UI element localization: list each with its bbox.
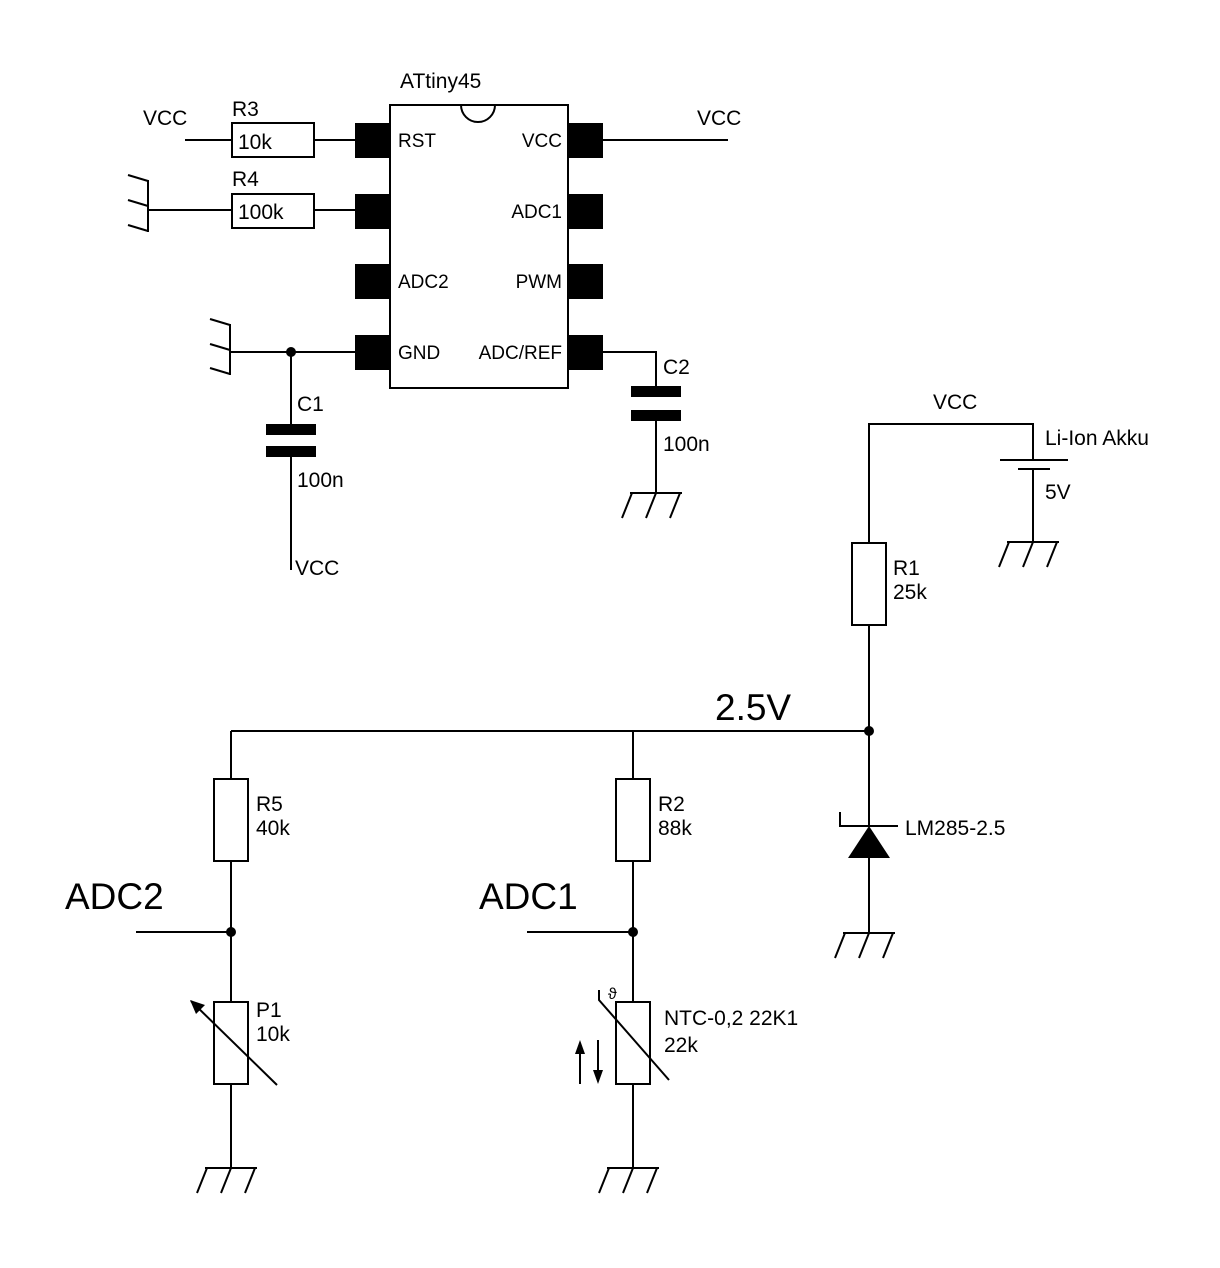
c2-value: 100n bbox=[663, 433, 710, 456]
r3-resistor: R3 10k VCC bbox=[143, 98, 355, 158]
r4-resistor: R4 100k bbox=[127, 168, 355, 232]
ic-pin-5-pad bbox=[568, 335, 603, 370]
ntc-thermistor: ϑ NTC-0,2 22K1 22k bbox=[575, 986, 798, 1085]
ic-pin-label-rst: RST bbox=[398, 131, 436, 152]
ntc-ref: NTC-0,2 22K1 bbox=[664, 1007, 798, 1030]
r5-ref: R5 bbox=[256, 793, 283, 816]
ic-pin-7-pad bbox=[568, 194, 603, 229]
ground-symbol-lm285 bbox=[834, 932, 895, 959]
c1-capacitor: C1 100n VCC bbox=[266, 352, 344, 580]
ground-symbol-p1 bbox=[196, 1167, 257, 1194]
battery-voltage: 5V bbox=[1045, 481, 1071, 504]
ic-name: ATtiny45 bbox=[400, 70, 481, 93]
vcc-label-battery: VCC bbox=[933, 391, 977, 414]
lm285-reference-diode: LM285-2.5 bbox=[834, 731, 1005, 959]
ic-body bbox=[389, 104, 569, 389]
ntc-value: 22k bbox=[664, 1034, 698, 1057]
r1-ref: R1 bbox=[893, 557, 920, 580]
ic-pin-label-adc1: ADC1 bbox=[511, 202, 562, 223]
ic-pin-label-gnd: GND bbox=[398, 343, 440, 364]
r2-resistor: R2 88k bbox=[615, 778, 692, 862]
adc1-net-label: ADC1 bbox=[479, 876, 578, 917]
ic-pin-4-pad bbox=[355, 335, 390, 370]
vcc-label-ic: VCC bbox=[697, 107, 741, 130]
ic-pin-8-pad bbox=[568, 123, 603, 158]
ground-symbol-c2 bbox=[621, 492, 682, 519]
r2-value: 88k bbox=[658, 817, 692, 840]
ic-pin-label-adcref: ADC/REF bbox=[479, 343, 562, 364]
ref-rail-2v5: 2.5V bbox=[231, 687, 874, 736]
ground-symbol-r4 bbox=[127, 174, 149, 232]
r1-resistor: R1 25k bbox=[851, 542, 927, 731]
r3-value: 10k bbox=[238, 131, 272, 154]
li-ion-battery: Li-Ion Akku 5V bbox=[998, 427, 1149, 568]
battery-ref: Li-Ion Akku bbox=[1045, 427, 1149, 450]
c2-ref: C2 bbox=[663, 356, 690, 379]
r5-resistor: R5 40k bbox=[213, 778, 290, 862]
r4-ref: R4 bbox=[232, 168, 259, 191]
r5-value: 40k bbox=[256, 817, 290, 840]
battery-vcc-net: VCC bbox=[868, 391, 1034, 543]
p1-ref: P1 bbox=[256, 999, 282, 1022]
adc1-branch: R2 88k ADC1 ϑ NTC-0,2 22K1 22k bbox=[479, 731, 798, 1194]
ic-pin-2-pad bbox=[355, 194, 390, 229]
ground-symbol-ntc bbox=[598, 1167, 659, 1194]
ref-voltage-label: 2.5V bbox=[715, 687, 791, 728]
ground-symbol-gnd bbox=[209, 318, 231, 375]
r3-ref: R3 bbox=[232, 98, 259, 121]
ic-pin-label-pwm: PWM bbox=[516, 272, 562, 293]
lm285-ref: LM285-2.5 bbox=[905, 817, 1005, 840]
gnd-net bbox=[209, 318, 355, 375]
ic-vcc-net: VCC bbox=[603, 107, 741, 141]
ic-notch bbox=[460, 104, 496, 123]
vcc-label-c1: VCC bbox=[295, 557, 339, 580]
r1-value: 25k bbox=[893, 581, 927, 604]
ic-pin-1-pad bbox=[355, 123, 390, 158]
c1-value: 100n bbox=[297, 469, 344, 492]
ground-symbol-battery bbox=[998, 541, 1059, 568]
adc2-net-label: ADC2 bbox=[65, 876, 164, 917]
ic-pin-3-pad bbox=[355, 264, 390, 299]
ic-pin-6-pad bbox=[568, 264, 603, 299]
c1-ref: C1 bbox=[297, 393, 324, 416]
ic-pin-label-adc2: ADC2 bbox=[398, 272, 449, 293]
adc2-branch: R5 40k ADC2 P1 10k bbox=[65, 731, 290, 1194]
p1-value: 10k bbox=[256, 1023, 290, 1046]
c2-capacitor: C2 100n bbox=[603, 351, 710, 519]
vcc-label-r3: VCC bbox=[143, 107, 187, 130]
r4-value: 100k bbox=[238, 201, 284, 224]
p1-potentiometer: P1 10k bbox=[190, 999, 290, 1086]
ic-pin-label-vcc: VCC bbox=[522, 131, 562, 152]
ntc-theta-symbol: ϑ bbox=[608, 986, 617, 1003]
attiny45-chip: ATtiny45 RST ADC2 GND VCC ADC1 PWM ADC/R… bbox=[355, 70, 603, 389]
r2-ref: R2 bbox=[658, 793, 685, 816]
